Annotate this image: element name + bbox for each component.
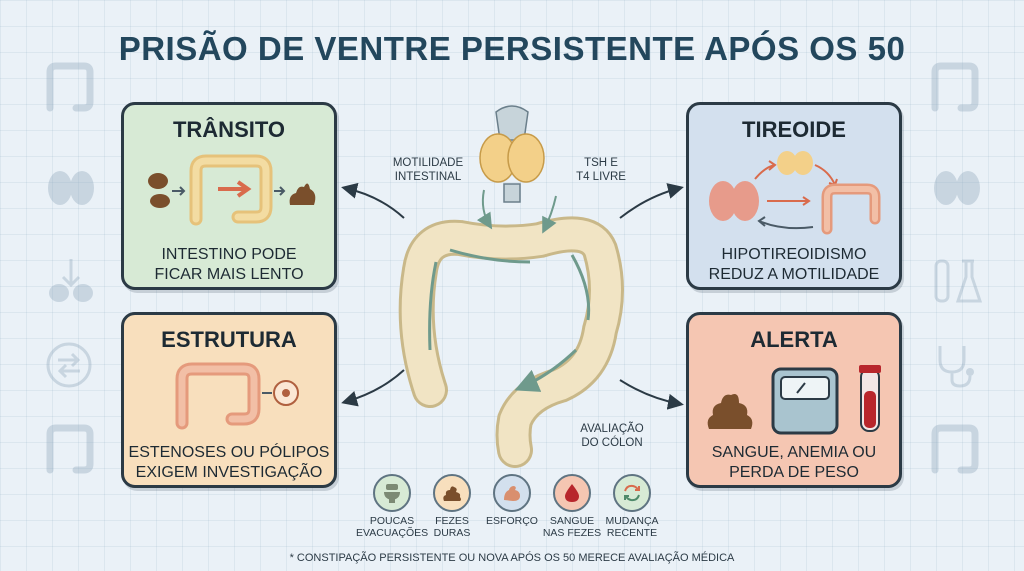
symptom-label-line2: RECENTE bbox=[606, 527, 658, 539]
colon-illustration bbox=[398, 216, 624, 468]
thyroid-outline-icon bbox=[48, 171, 94, 205]
card-transito-text-1: INTESTINO PODE bbox=[161, 246, 297, 263]
card-tireoide-text-1: HIPOTIREOIDISMO bbox=[721, 246, 867, 263]
muscle-icon bbox=[493, 474, 531, 512]
label-avaliacao: AVALIAÇÃO DO CÓLON bbox=[572, 422, 652, 450]
lab-tubes-icon bbox=[934, 259, 983, 303]
card-estrutura-title: ESTRUTURA bbox=[161, 327, 297, 352]
symptom-label-line2: NAS FEZES bbox=[542, 527, 602, 539]
card-tireoide-text-2: REDUZ A MOTILIDADE bbox=[708, 266, 880, 283]
down-arrow-thyroid-icon bbox=[49, 259, 93, 302]
alert-signs-illustration bbox=[707, 365, 881, 435]
colon-outline-icon-2 bbox=[46, 424, 94, 474]
thyroid-cycle-illustration bbox=[709, 151, 881, 235]
colon-outline-icon-4 bbox=[931, 424, 979, 474]
symptom-label-line1: SANGUE bbox=[549, 515, 595, 527]
stethoscope-icon bbox=[938, 346, 974, 388]
footnote: * CONSTIPAÇÃO PERSISTENTE OU NOVA APÓS O… bbox=[289, 552, 735, 564]
symptom-mudanca-recente: MUDANÇA RECENTE bbox=[596, 474, 668, 539]
label-motilidade: MOTILIDADE INTESTINAL bbox=[378, 156, 478, 184]
symptom-esforco: ESFORÇO bbox=[476, 474, 548, 527]
card-tireoide: TIREOIDE HIPOTIREOIDISMO REDUZ A MOTILID… bbox=[686, 102, 902, 290]
label-tsh-line2: T4 LIVRE bbox=[576, 171, 626, 183]
card-tireoide-title: TIREOIDE bbox=[742, 117, 846, 142]
card-alerta-title: ALERTA bbox=[750, 327, 838, 352]
symptom-fezes-duras: FEZES DURAS bbox=[416, 474, 488, 539]
symptom-poucas-evacuacoes: POUCAS EVACUAÇÕES bbox=[356, 474, 428, 539]
card-transito-title: TRÂNSITO bbox=[172, 117, 286, 142]
symptom-label-line1: MUDANÇA bbox=[605, 515, 659, 527]
label-tsh-line1: TSH E bbox=[584, 157, 618, 169]
label-motilidade-line1: MOTILIDADE bbox=[392, 157, 464, 169]
symptom-label-line1: ESFORÇO bbox=[486, 515, 538, 527]
page-title: PRISÃO DE VENTRE PERSISTENTE APÓS OS 50 bbox=[118, 30, 906, 67]
card-estrutura: ESTRUTURA ESTENOSES OU PÓLIPOS EXIGEM IN… bbox=[121, 312, 337, 488]
card-estrutura-text-2: EXIGEM INVESTIGAÇÃO bbox=[135, 464, 323, 481]
toilet-icon bbox=[373, 474, 411, 512]
card-alerta-text-2: PERDA DE PESO bbox=[729, 464, 859, 481]
stool-icon bbox=[433, 474, 471, 512]
card-alerta: ALERTA SANGUE, ANEMIA OU PERDA DE PESO bbox=[686, 312, 902, 488]
thyroid-illustration bbox=[479, 105, 545, 203]
cycle-arrows-icon bbox=[613, 474, 651, 512]
colon-outline-icon bbox=[46, 62, 94, 112]
thyroid-outline-icon-2 bbox=[934, 171, 980, 205]
label-avaliacao-line1: AVALIAÇÃO bbox=[580, 423, 644, 435]
symptom-label-line2: EVACUAÇÕES bbox=[356, 527, 429, 539]
label-motilidade-line2: INTESTINAL bbox=[394, 171, 462, 183]
symptom-sangue-nas-fezes: SANGUE NAS FEZES bbox=[536, 474, 608, 539]
exchange-arrows-icon bbox=[46, 342, 92, 388]
symptom-label-line2: DURAS bbox=[433, 527, 471, 539]
card-transito: TRÂNSITO INTESTINO PODE FICAR MAIS LENTO bbox=[121, 102, 337, 290]
card-transito-text-2: FICAR MAIS LENTO bbox=[154, 266, 304, 283]
card-alerta-text-1: SANGUE, ANEMIA OU bbox=[711, 444, 877, 461]
card-estrutura-text-1: ESTENOSES OU PÓLIPOS bbox=[128, 444, 330, 461]
symptom-label-line1: FEZES bbox=[435, 515, 469, 527]
symptom-label-line1: POUCAS bbox=[369, 515, 415, 527]
blood-drop-icon bbox=[553, 474, 591, 512]
slow-transit-illustration bbox=[148, 154, 316, 226]
label-tsh: TSH E T4 LIVRE bbox=[566, 156, 636, 184]
colon-outline-icon-3 bbox=[931, 62, 979, 112]
label-avaliacao-line2: DO CÓLON bbox=[581, 437, 643, 449]
colon-polyp-illustration bbox=[175, 362, 299, 430]
